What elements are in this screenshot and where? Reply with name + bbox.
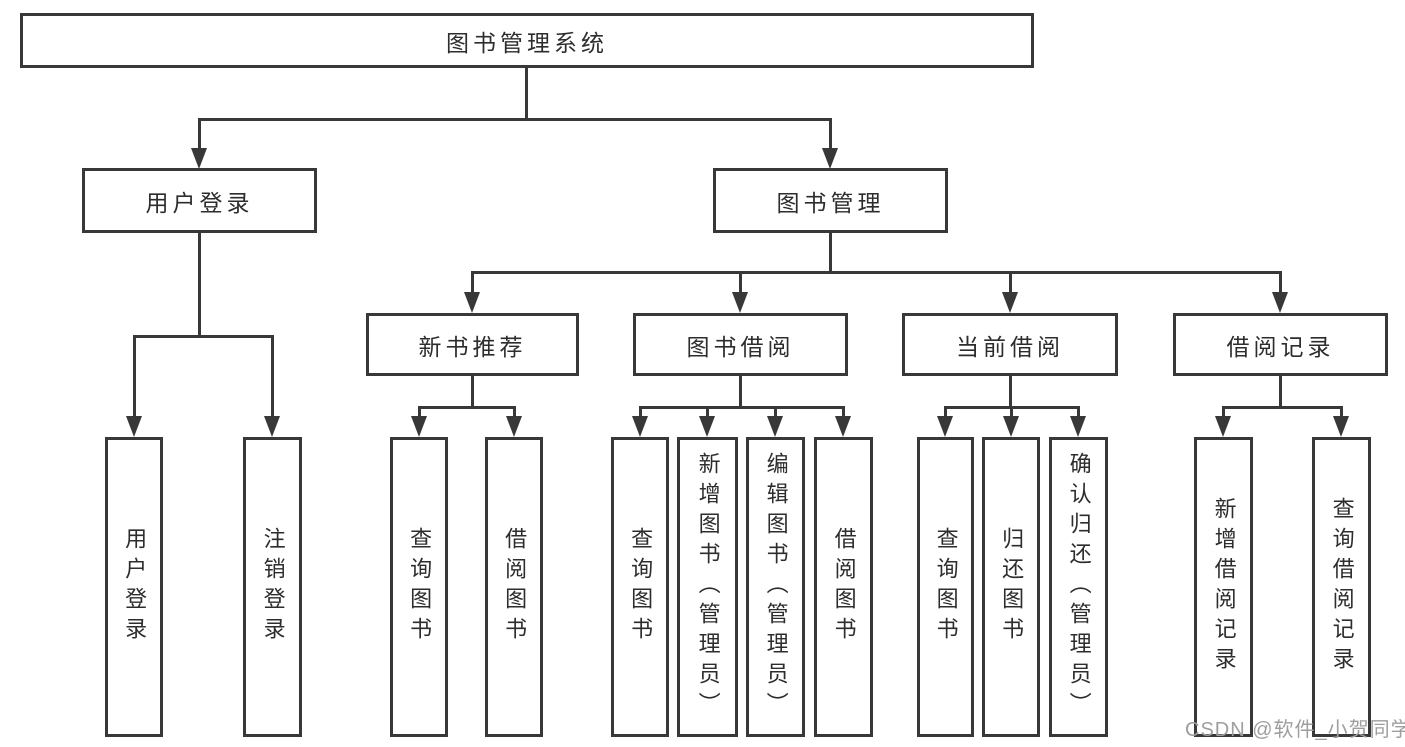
leaf-bb-borrow-book: 借阅图书 — [814, 437, 873, 737]
arrowhead-bb-edit — [767, 416, 783, 437]
arrowhead-book-mgmt — [822, 148, 838, 169]
arrowhead-cb-confirm — [1070, 416, 1086, 437]
connector-drop-borrow-record — [1279, 271, 1282, 295]
arrowhead-new-book-rec — [464, 292, 480, 313]
arrowhead-cb-return — [1003, 416, 1019, 437]
leaf-nb-query-book: 查询图书 — [390, 437, 448, 737]
connector-drop-book-mgmt — [829, 118, 832, 151]
arrowhead-br-query — [1333, 416, 1349, 437]
arrowhead-bb-query — [632, 416, 648, 437]
connector-drop-current-borrow — [1009, 271, 1012, 295]
leaf-bb-query-book: 查询图书 — [611, 437, 669, 737]
connector-drop-book-borrow — [739, 271, 742, 295]
arrowhead-ul-login — [126, 416, 142, 437]
node-current-borrow: 当前借阅 — [902, 313, 1118, 376]
connector-drop-ul-login — [133, 335, 136, 419]
node-root-system: 图书管理系统 — [20, 13, 1034, 68]
connector-drop-bb-query — [639, 406, 642, 419]
connector-level2-hbar — [471, 271, 1282, 274]
leaf-cb-query-book: 查询图书 — [917, 437, 974, 737]
arrowhead-book-borrow — [732, 292, 748, 313]
connector-drop-cb-return — [1010, 406, 1013, 419]
arrowhead-current-borrow — [1002, 292, 1018, 313]
leaf-user-login: 用户登录 — [105, 437, 163, 737]
connector-level1-hbar — [198, 118, 832, 121]
connector-drop-cb-query — [944, 406, 947, 419]
leaf-nb-borrow-book: 借阅图书 — [485, 437, 543, 737]
leaf-bb-edit-book-admin: 编辑图书（管理员） — [746, 437, 805, 737]
connector-drop-nb-borrow — [513, 406, 516, 419]
arrowhead-nb-query — [411, 416, 427, 437]
connector-drop-br-query — [1340, 406, 1343, 419]
connector-root-trunk — [525, 68, 528, 119]
connector-drop-cb-confirm — [1077, 406, 1080, 419]
arrowhead-bb-add — [699, 416, 715, 437]
node-new-book-recommend: 新书推荐 — [366, 313, 579, 376]
leaf-logout-login: 注销登录 — [243, 437, 302, 737]
node-book-mgmt-branch: 图书管理 — [713, 168, 948, 233]
leaf-bb-add-book-admin: 新增图书（管理员） — [677, 437, 738, 737]
connector-drop-bb-borrow — [842, 406, 845, 419]
connector-drop-br-add — [1222, 406, 1225, 419]
leaf-br-query-record: 查询借阅记录 — [1312, 437, 1371, 737]
connector-br-hbar — [1222, 406, 1343, 409]
leaf-cb-return-book: 归还图书 — [982, 437, 1040, 737]
connector-drop-bb-edit — [774, 406, 777, 419]
arrowhead-borrow-record — [1272, 292, 1288, 313]
connector-drop-user-login — [198, 118, 201, 151]
arrowhead-bb-borrow — [835, 416, 851, 437]
connector-user-login-hbar — [133, 335, 274, 338]
arrowhead-user-login — [191, 148, 207, 169]
connector-nb-hbar — [418, 406, 516, 409]
connector-book-mgmt-trunk — [829, 233, 832, 274]
connector-cb-trunk — [1009, 376, 1012, 408]
node-book-borrow: 图书借阅 — [633, 313, 848, 376]
connector-drop-new-book-rec — [471, 271, 474, 295]
connector-bb-hbar — [639, 406, 845, 409]
arrowhead-br-add — [1215, 416, 1231, 437]
arrowhead-ul-logout — [264, 416, 280, 437]
connector-drop-nb-query — [418, 406, 421, 419]
leaf-cb-confirm-return-admin: 确认归还（管理员） — [1049, 437, 1108, 737]
csdn-watermark: CSDN @软件_小贺同学 — [1185, 719, 1405, 741]
connector-drop-bb-add — [706, 406, 709, 419]
node-user-login-branch: 用户登录 — [82, 168, 317, 233]
connector-bb-trunk — [739, 376, 742, 408]
leaf-br-add-record: 新增借阅记录 — [1194, 437, 1253, 737]
arrowhead-nb-borrow — [506, 416, 522, 437]
connector-drop-ul-logout — [271, 335, 274, 419]
connector-user-login-trunk — [198, 233, 201, 337]
connector-nb-trunk — [471, 376, 474, 408]
connector-br-trunk — [1279, 376, 1282, 408]
arrowhead-cb-query — [937, 416, 953, 437]
node-borrow-record: 借阅记录 — [1173, 313, 1388, 376]
